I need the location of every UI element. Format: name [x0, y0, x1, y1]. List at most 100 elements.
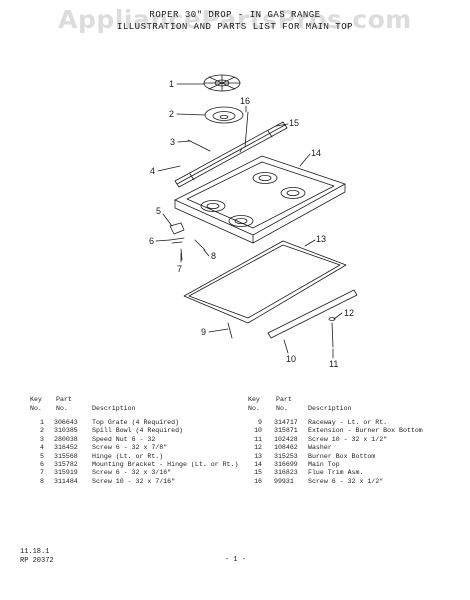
table-row: 13 315253 Burner Box Bottom: [248, 453, 458, 461]
top-grate-drawing: [203, 74, 241, 92]
description-cell: Screw 10 - 32 x 7/16": [92, 477, 176, 485]
description-cell: Hinge (Lt. or Rt.): [92, 452, 164, 460]
callout-7: 7: [177, 264, 182, 274]
description-cell: Speed Nut 6 - 32: [92, 435, 156, 443]
callout-9: 9: [201, 327, 206, 337]
key-cell: 7: [40, 469, 44, 477]
table-row: 5 315568 Hinge (Lt. or Rt.): [30, 453, 250, 461]
part-header-top: Part: [56, 396, 72, 403]
part-number-cell: 99931: [274, 477, 294, 485]
callout-8: 8: [211, 251, 216, 261]
description-cell: Burner Box Bottom: [308, 452, 376, 460]
description-cell: Extension - Burner Box Bottom: [308, 427, 423, 435]
extension-drawing: [267, 289, 358, 339]
description-cell: Screw 6 - 32 x 1/2": [308, 477, 384, 485]
key-cell: 10: [254, 427, 262, 435]
key-header-top: Key: [248, 396, 260, 403]
part-number-cell: 102428: [274, 435, 298, 443]
page-number: - 1 -: [225, 556, 247, 564]
table-row: 15 316823 Flue Trim Asm.: [248, 469, 458, 477]
description-cell: Washer: [308, 444, 332, 452]
table-row: 12 108462 Washer: [248, 444, 458, 452]
part-number-cell: 315871: [274, 427, 298, 435]
part-number-cell: 316452: [54, 444, 78, 452]
key-cell: 13: [254, 452, 262, 460]
part-number-cell: 311484: [54, 477, 78, 485]
part-header-bottom: No.: [56, 405, 68, 412]
description-cell: Flue Trim Asm.: [308, 469, 364, 477]
key-cell: 1: [40, 419, 44, 426]
callout-2: 2: [169, 109, 174, 119]
part-number-cell: 315919: [54, 469, 78, 477]
description-header: Description: [308, 405, 352, 412]
footer-code-1: 11.18.1: [20, 548, 50, 556]
page-subtitle: ILLUSTRATION AND PARTS LIST FOR MAIN TOP: [116, 22, 354, 32]
key-header-top: Key: [30, 396, 42, 403]
table-row: 16 99931 Screw 6 - 32 x 1/2": [248, 478, 458, 486]
description-cell: Screw 6 - 32 x 7/8": [92, 444, 168, 452]
callout-14: 14: [311, 148, 321, 158]
key-cell: 4: [40, 444, 44, 452]
table-row: 7 315919 Screw 6 - 32 x 3/16": [30, 469, 250, 477]
key-header-bottom: No.: [30, 405, 42, 412]
callout-16: 16: [240, 96, 250, 106]
description-cell: Mounting Bracket - Hinge (Lt. or Rt.): [92, 461, 239, 468]
callout-10: 10: [286, 354, 296, 364]
key-cell: 9: [258, 419, 262, 426]
part-number-cell: 108462: [274, 444, 298, 452]
spill-bowl-drawing: [204, 106, 244, 124]
callout-11: 11: [329, 359, 338, 369]
page-title: ROPER 30" DROP - IN GAS RANGE: [149, 10, 321, 20]
table-row: 9 314717 Raceway - Lt. or Rt.: [248, 419, 458, 427]
part-number-cell: 310385: [54, 427, 78, 435]
key-cell: 16: [254, 477, 262, 485]
part-number-cell: 315782: [54, 461, 78, 468]
description-cell: Screw 10 - 32 x 1/2": [308, 435, 388, 443]
description-cell: Raceway - Lt. or Rt.: [308, 419, 388, 426]
key-header-bottom: No.: [248, 405, 260, 412]
callout-6: 6: [149, 236, 154, 246]
part-number-cell: 314717: [274, 419, 298, 426]
part-number-cell: 316823: [274, 469, 298, 477]
key-cell: 5: [40, 452, 44, 460]
key-cell: 14: [254, 461, 262, 468]
hinge-drawing: [169, 222, 206, 261]
callout-13: 13: [316, 234, 326, 244]
callout-15: 15: [289, 118, 299, 128]
key-cell: 11: [254, 435, 262, 443]
table-row: 8 311484 Screw 10 - 32 x 7/16": [30, 478, 250, 486]
part-number-cell: 306643: [54, 419, 78, 426]
description-cell: Screw 6 - 32 x 3/16": [92, 469, 172, 477]
footer-code-2: RP 20372: [20, 557, 54, 565]
part-header-bottom: No.: [276, 405, 288, 412]
description-cell: Top Grate (4 Required): [92, 419, 180, 426]
key-cell: 8: [40, 477, 44, 485]
part-header-top: Part: [276, 396, 292, 403]
description-header: Description: [92, 405, 136, 412]
main-top-drawing: [174, 155, 346, 244]
key-cell: 15: [254, 469, 262, 477]
burner-box-bottom-drawing: [183, 240, 347, 324]
raceway-drawing: [227, 322, 233, 339]
part-number-cell: 280038: [54, 435, 78, 443]
table-row: 3 280038 Speed Nut 6 - 32: [30, 436, 250, 444]
key-cell: 3: [40, 435, 44, 443]
callout-5: 5: [156, 206, 161, 216]
watermark: AppliancePartsPros.com: [58, 5, 412, 34]
callout-1: 1: [169, 79, 174, 89]
description-cell: Main Top: [308, 461, 340, 468]
callout-4: 4: [150, 166, 155, 176]
description-cell: Spill Bowl (4 Required): [92, 427, 184, 435]
part-number-cell: 315568: [54, 452, 78, 460]
callout-12: 12: [344, 308, 354, 318]
table-row: 14 316699 Main Top: [248, 461, 458, 469]
key-cell: 12: [254, 444, 262, 452]
flue-trim-drawing: [174, 121, 288, 188]
table-row: 10 315871 Extension - Burner Box Bottom: [248, 427, 458, 435]
table-row: 11 102428 Screw 10 - 32 x 1/2": [248, 436, 458, 444]
part-number-cell: 315253: [274, 452, 298, 460]
part-number-cell: 316699: [274, 461, 298, 468]
